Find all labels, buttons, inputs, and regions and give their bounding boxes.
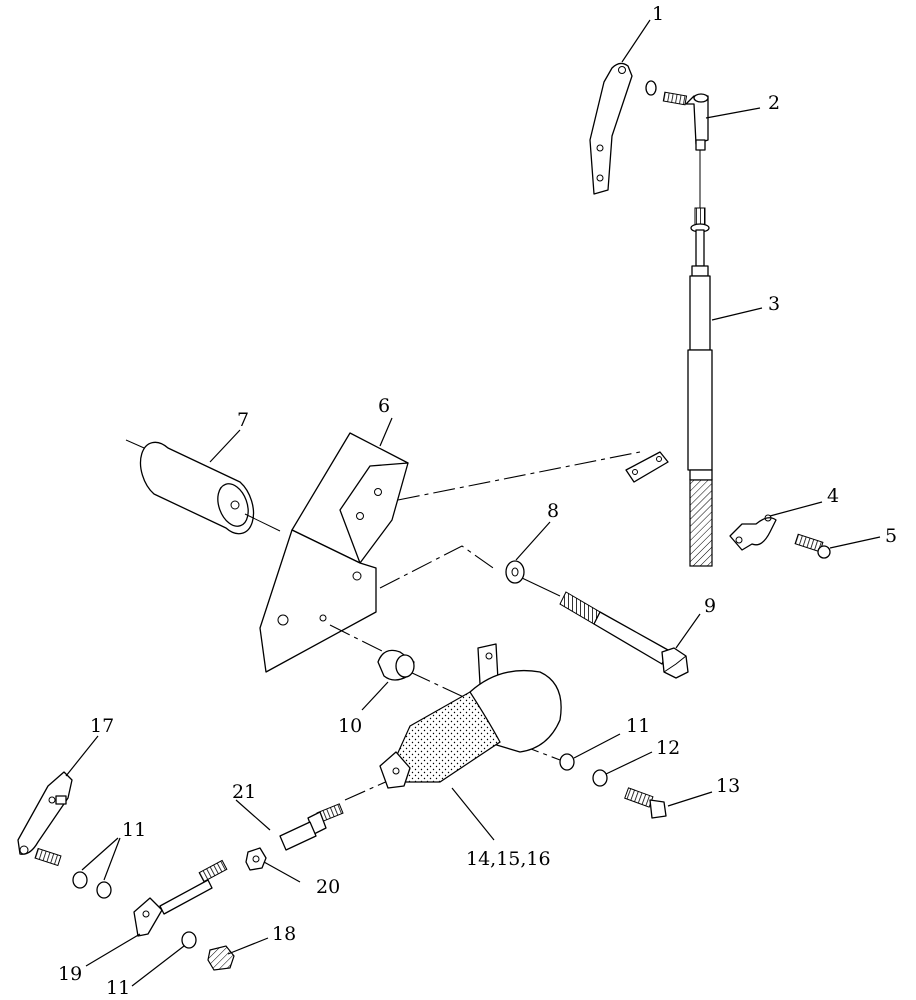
callout-13: 13 bbox=[716, 775, 740, 797]
callout-5: 5 bbox=[885, 525, 897, 547]
part-2-ball-joint bbox=[645, 80, 709, 151]
part-17-linkage-lever bbox=[17, 771, 73, 867]
part-21-threaded-adapter bbox=[279, 803, 344, 851]
part-20-hex-nut bbox=[245, 847, 267, 871]
part-11-washer-bottom bbox=[181, 931, 197, 949]
part-10-bushing bbox=[377, 649, 415, 681]
leader-lines bbox=[65, 19, 881, 987]
callout-3: 3 bbox=[768, 293, 780, 315]
callout-18: 18 bbox=[272, 923, 296, 945]
callout-1: 1 bbox=[652, 3, 664, 25]
callout-21: 21 bbox=[232, 781, 256, 803]
part-12-lock-washer bbox=[592, 769, 608, 787]
part-13-hex-bolt bbox=[624, 787, 667, 819]
callout-7: 7 bbox=[237, 409, 249, 431]
part-5-clamp-bolt bbox=[794, 533, 831, 559]
part-11-washer-left-b bbox=[96, 881, 112, 899]
callout-14-15-16: 14,15,16 bbox=[466, 848, 551, 870]
callout-labels: 1 2 3 4 5 6 7 8 9 10 11 12 13 14,15,16 1… bbox=[58, 3, 897, 999]
part-18-nut bbox=[207, 945, 235, 971]
cable-anchor-plate bbox=[625, 451, 669, 483]
part-4-cable-clamp bbox=[729, 514, 777, 551]
part-1-lever-bracket bbox=[589, 62, 633, 195]
callout-19: 19 bbox=[58, 963, 82, 985]
callout-2: 2 bbox=[768, 92, 780, 114]
part-19-rod-end bbox=[133, 859, 228, 937]
part-8-lock-washer bbox=[505, 560, 525, 584]
callout-20: 20 bbox=[316, 876, 340, 898]
part-11-washer-left-a bbox=[72, 871, 88, 889]
part-9-hex-bolt bbox=[521, 577, 689, 679]
part-11-washer-right bbox=[559, 753, 575, 771]
callout-10: 10 bbox=[338, 715, 362, 737]
callout-4: 4 bbox=[827, 485, 839, 507]
callout-12: 12 bbox=[656, 737, 680, 759]
part-14-15-16-actuator bbox=[379, 643, 562, 789]
part-6-mounting-plate bbox=[259, 432, 409, 673]
callout-9: 9 bbox=[704, 595, 716, 617]
callout-6: 6 bbox=[378, 395, 390, 417]
part-7-spacer-tube bbox=[125, 439, 281, 535]
callout-8: 8 bbox=[547, 500, 559, 522]
callout-11-left: 11 bbox=[122, 819, 146, 841]
callout-11-right: 11 bbox=[626, 715, 650, 737]
part-3-control-cable bbox=[687, 207, 713, 567]
callout-17: 17 bbox=[90, 715, 114, 737]
callout-11-bottom: 11 bbox=[106, 977, 130, 999]
